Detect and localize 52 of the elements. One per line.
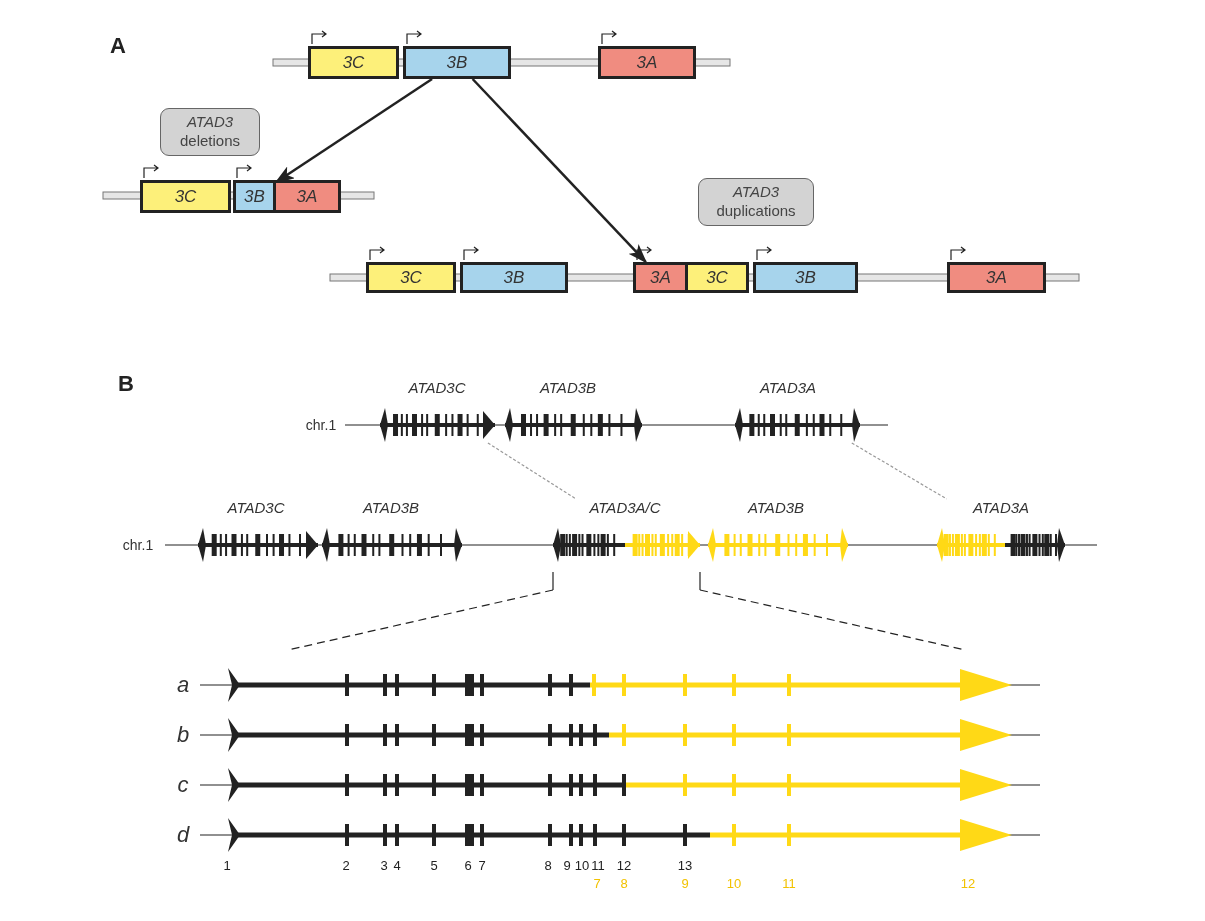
gene-name: ATAD3B [539, 379, 597, 396]
gene-name: ATAD3A/C [589, 499, 661, 516]
exon-number: 12 [960, 875, 976, 891]
exon-number: 11 [782, 875, 796, 891]
exon-number: 1 [223, 857, 231, 873]
exon-number: 8 [544, 857, 552, 873]
gene-box: 3C [308, 46, 399, 79]
exon-number: 5 [430, 857, 438, 873]
dashed-line [851, 442, 948, 500]
chromosome-label: chr.1 [305, 417, 337, 433]
exon-number: 8 [620, 875, 628, 891]
exon-number: 6 [464, 857, 472, 873]
panel-letter: B [118, 371, 134, 397]
exon-number: 10 [726, 875, 742, 891]
exon-number: 11 [591, 857, 605, 873]
panel-letter: A [110, 33, 126, 59]
dashed-line [487, 442, 577, 500]
gene-name: ATAD3C [227, 499, 285, 516]
exon-number: 9 [681, 875, 689, 891]
gene-box: 3B [233, 180, 276, 213]
gene-box: 3B [403, 46, 511, 79]
gene-box: 3A [947, 262, 1046, 293]
gene-name: ATAD3B [747, 499, 805, 516]
gene-name: ATAD3A [759, 379, 817, 396]
exon-number: 12 [616, 857, 632, 873]
transcript-letter: c [177, 772, 189, 798]
gene-box: 3C [140, 180, 231, 213]
exon-number: 7 [593, 875, 601, 891]
chromosome-label: chr.1 [122, 537, 154, 553]
exon-number: 4 [393, 857, 401, 873]
gene-box: 3A [633, 262, 688, 293]
exon-number: 3 [380, 857, 388, 873]
gene-box: 3A [598, 46, 696, 79]
arrow [471, 78, 648, 264]
gene-name: ATAD3B [362, 499, 420, 516]
exon-number: 10 [574, 857, 590, 873]
gene-box: 3A [273, 180, 341, 213]
gene-name: ATAD3A [972, 499, 1030, 516]
note-box: ATAD3 deletions [160, 108, 260, 156]
gene-box: 3C [685, 262, 749, 293]
note-box: ATAD3 duplications [698, 178, 814, 226]
gene-box: 3B [460, 262, 568, 293]
exon-number: 2 [342, 857, 350, 873]
transcript-letter: a [176, 672, 190, 698]
gene-name: ATAD3C [408, 379, 466, 396]
transcript-letter: d [176, 822, 190, 848]
gene-box: 3C [366, 262, 456, 293]
exon-number: 9 [563, 857, 571, 873]
exon-number: 13 [677, 857, 693, 873]
transcript-letter: b [176, 722, 190, 748]
gene-box: 3B [753, 262, 858, 293]
exon-number: 7 [478, 857, 486, 873]
